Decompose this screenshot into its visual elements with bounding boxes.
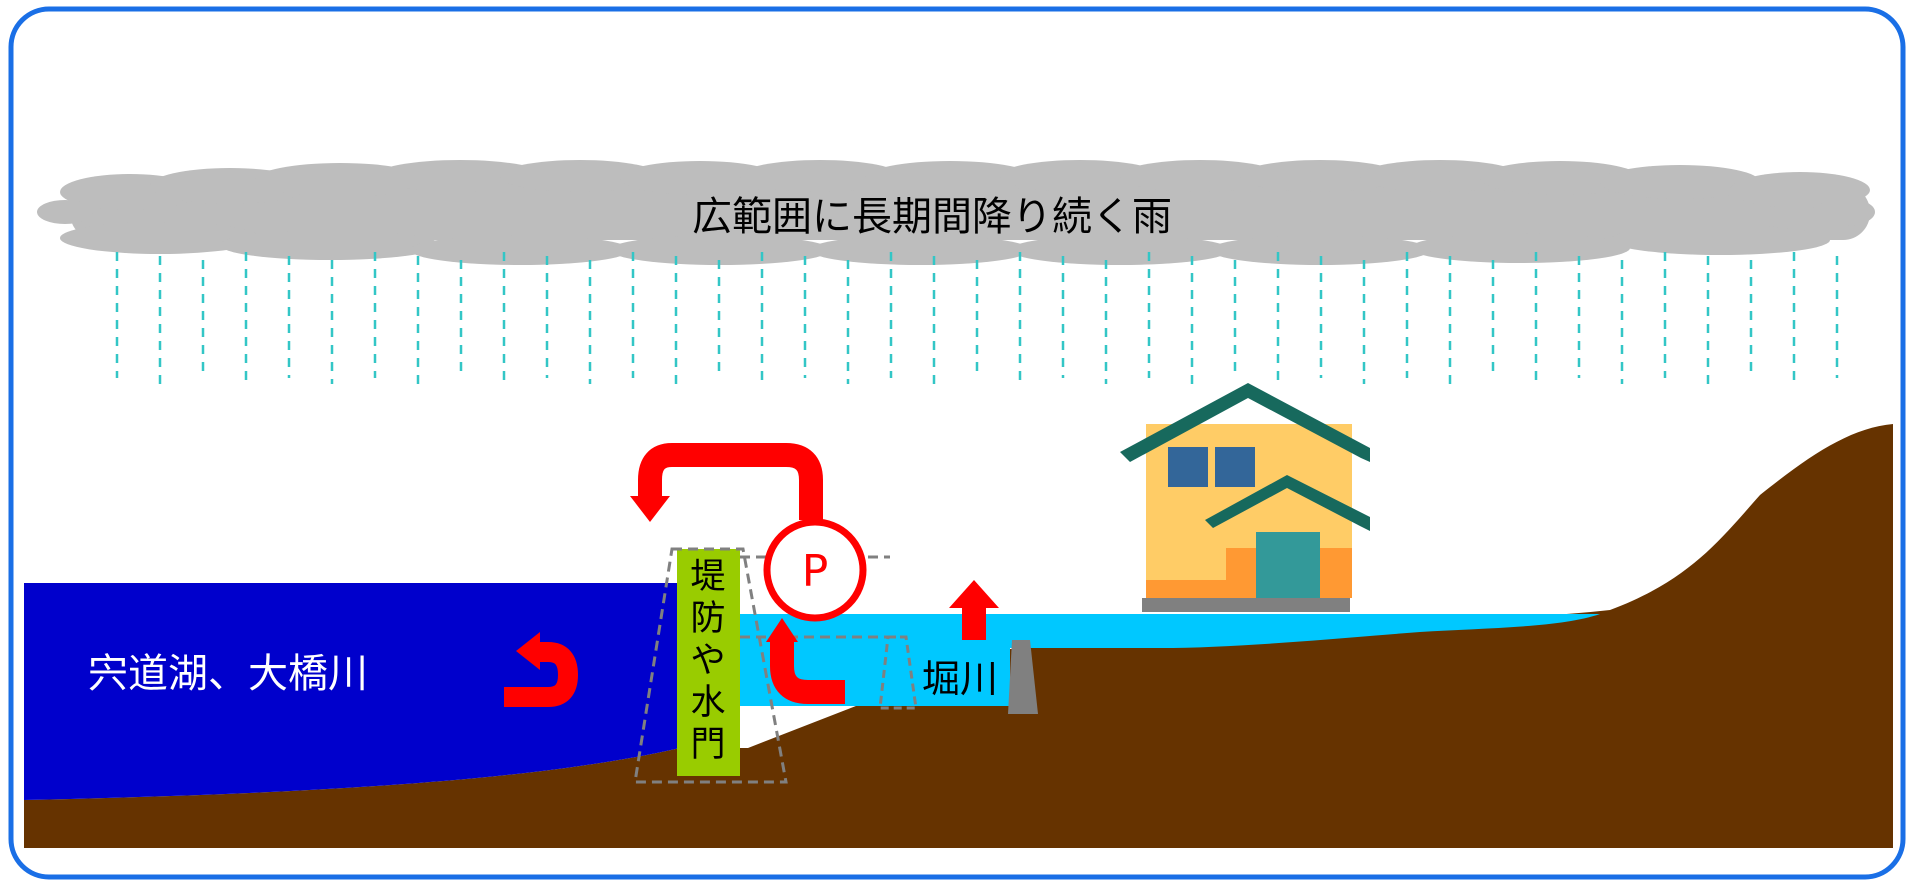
discharge-arrow-head <box>630 496 670 522</box>
ground <box>24 424 1893 848</box>
pump-icon <box>763 518 867 622</box>
lake-label: 宍道湖、大橋川 <box>88 651 368 697</box>
lake-rise-arrow-head <box>516 632 540 670</box>
river-rise-arrow <box>949 580 999 640</box>
svg-text:堤: 堤 <box>690 557 725 597</box>
river-water <box>740 614 1600 706</box>
porch-roof <box>1205 475 1370 531</box>
levee-dashed-outline <box>633 547 788 784</box>
river-wall <box>1008 640 1038 714</box>
rain <box>115 252 1839 384</box>
pump-label: P <box>802 546 829 597</box>
sluice-gate-outline <box>878 635 918 710</box>
svg-text:水: 水 <box>690 683 725 723</box>
lake-rise-arrow <box>504 642 579 707</box>
cloud <box>37 160 1875 265</box>
levee <box>677 549 740 776</box>
rain-label: 広範囲に長期間降り続く雨 <box>692 194 1172 240</box>
pump-discharge-pipe <box>638 443 823 520</box>
levee-label: 堤 防 や 水 門 <box>690 557 725 765</box>
intake-arrow-head <box>766 618 798 642</box>
house-window <box>1168 447 1208 487</box>
svg-text:門: 門 <box>690 725 725 765</box>
svg-text:や: や <box>690 641 725 681</box>
pump-intake-arrow <box>770 640 845 704</box>
house-roof <box>1120 383 1370 462</box>
house-window <box>1215 447 1255 487</box>
house-door <box>1256 532 1320 598</box>
river-label: 堀川 <box>922 657 998 701</box>
house <box>1120 383 1370 612</box>
house-foundation <box>1142 598 1350 612</box>
svg-text:防: 防 <box>690 599 725 639</box>
lake-water <box>24 583 680 800</box>
